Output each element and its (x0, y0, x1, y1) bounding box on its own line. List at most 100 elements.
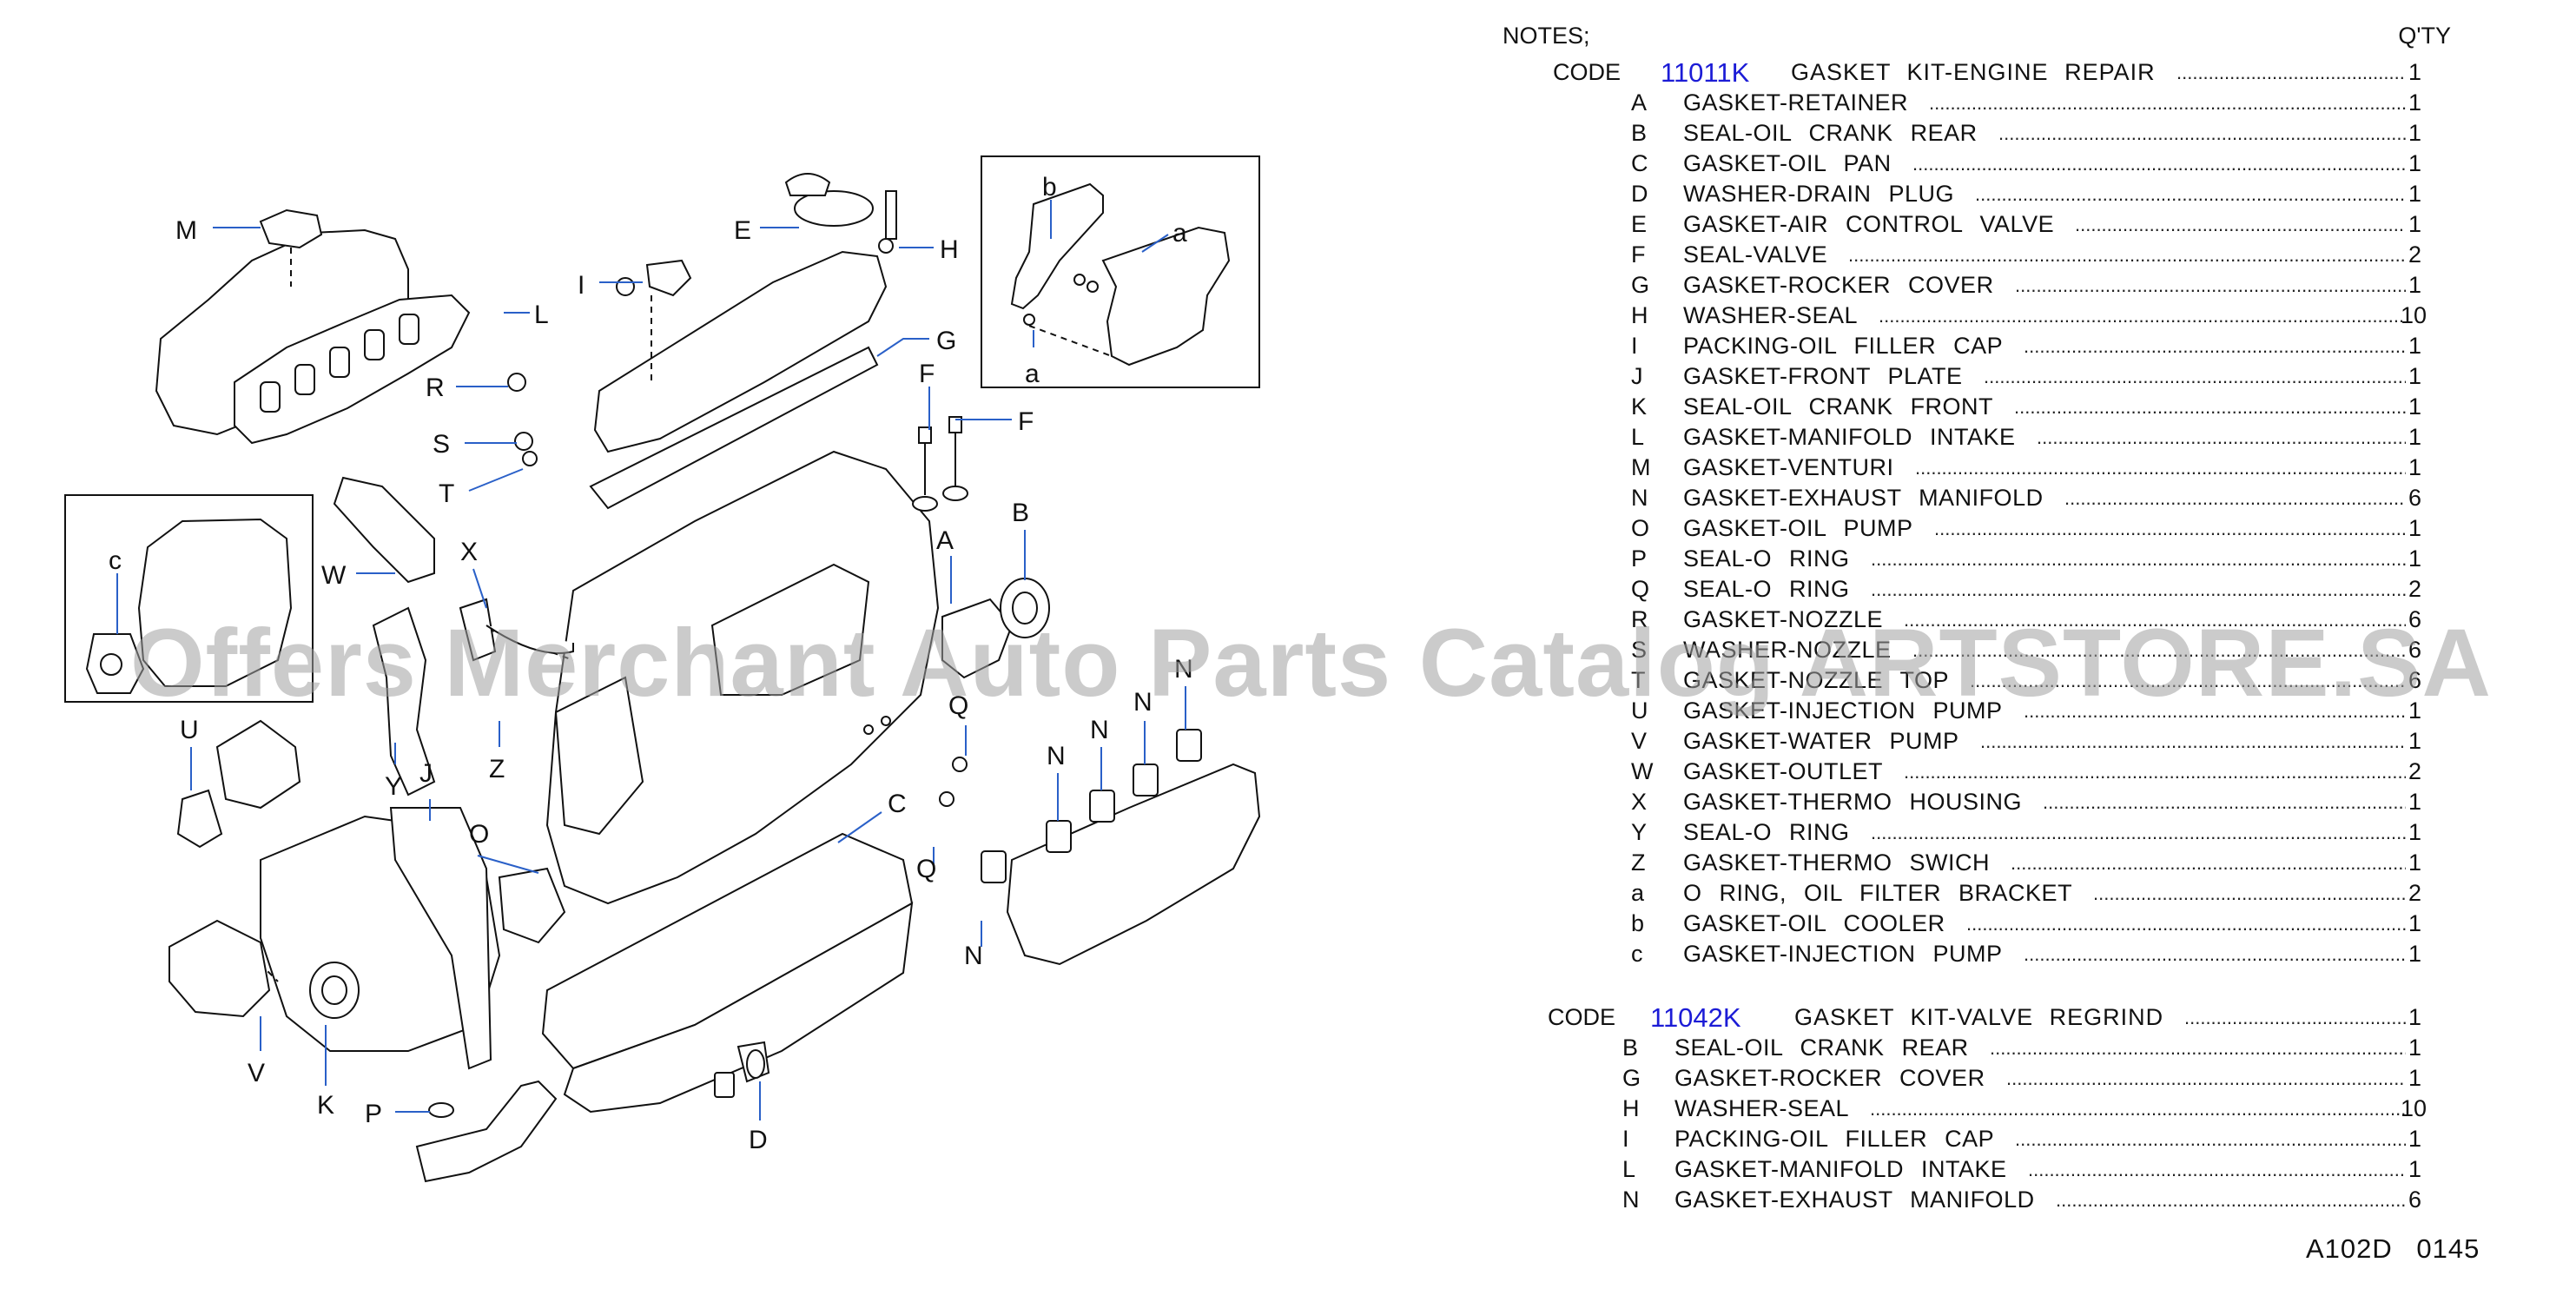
diagram-label: M (175, 216, 197, 245)
part-name: GASKET-THERMO SWICH (1683, 849, 1991, 876)
diagram-label: a (1025, 360, 1040, 388)
part-name: GASKET-OUTLET (1683, 758, 1884, 784)
part-letter: C (1631, 150, 1648, 176)
code-word: CODE (1548, 1004, 1616, 1030)
part-qty: 6 (2408, 485, 2421, 511)
part-qty: 1 (2408, 1065, 2421, 1091)
leader-dots: ........................................… (1870, 1098, 2406, 1120)
diagram-label: N (964, 942, 983, 970)
kit-description: GASKET KIT-VALVE REGRIND (1794, 1004, 2164, 1030)
part-name: GASKET-ROCKER COVER (1674, 1065, 1985, 1091)
diagram-label: A (936, 526, 954, 555)
intake-manifold-drawing (155, 208, 471, 445)
kit-code-number[interactable]: 11011K (1661, 57, 1750, 88)
part-qty: 1 (2408, 211, 2421, 237)
rocker-cover-drawing (589, 173, 897, 510)
leader-dots: ........................................… (1980, 730, 2406, 752)
diagram-label: P (365, 1100, 382, 1128)
part-name: PACKING-OIL FILLER CAP (1683, 333, 2004, 359)
part-qty: 10 (2401, 302, 2427, 328)
leader-dots: ........................................… (2056, 1189, 2406, 1211)
leader-dots: ........................................… (1912, 639, 2406, 661)
part-qty: 10 (2401, 1095, 2427, 1121)
part-name: GASKET-OIL COOLER (1683, 910, 1945, 936)
part-qty: 1 (2408, 941, 2421, 967)
diagram-label: F (1018, 407, 1034, 436)
inset-injection-pump-box (64, 494, 314, 703)
part-name: GASKET-MANIFOLD INTAKE (1674, 1156, 2007, 1182)
leader-dots: ........................................… (2024, 335, 2406, 357)
part-qty: 1 (2408, 424, 2421, 450)
diagram-label: S (433, 430, 450, 459)
part-qty: 1 (2408, 272, 2421, 298)
part-qty: 1 (2408, 910, 2421, 936)
part-name: GASKET-RETAINER (1683, 89, 1909, 116)
part-name: GASKET-NOZZLE TOP (1683, 667, 1950, 693)
notes-label: NOTES; (1503, 23, 1590, 49)
part-name: GASKET-FRONT PLATE (1683, 363, 1963, 389)
code-word: CODE (1553, 59, 1622, 85)
part-name: GASKET-INJECTION PUMP (1683, 941, 2003, 967)
diagram-label: N (1174, 655, 1193, 684)
diagram-label: C (888, 790, 907, 818)
leader-dots: ........................................… (1998, 122, 2406, 144)
drain-plug-drawing (714, 1049, 765, 1098)
part-name: GASKET-MANIFOLD INTAKE (1683, 424, 2016, 450)
leader-dots: ........................................… (2024, 700, 2406, 722)
part-letter: M (1631, 454, 1651, 480)
diagram-label: a (1172, 219, 1187, 248)
diagram-label: E (734, 216, 751, 245)
kit-block: CODE 11042K GASKET KIT-VALVE REGRIND......… (1503, 1002, 2475, 1215)
part-letter: B (1631, 120, 1648, 146)
part-name: SEAL-OIL CRANK REAR (1683, 120, 1978, 146)
part-letter: H (1622, 1095, 1640, 1121)
part-letter: I (1622, 1126, 1629, 1152)
part-name: SEAL-VALVE (1683, 241, 1828, 268)
diagram-label: K (317, 1091, 334, 1120)
kit-code-number[interactable]: 11042K (1650, 1002, 1741, 1033)
leader-dots: ........................................… (2014, 396, 2406, 418)
part-qty: 1 (2408, 89, 2421, 116)
part-letter: W (1631, 758, 1654, 784)
leader-dots: ........................................… (1984, 366, 2406, 387)
leader-dots: ........................................… (1871, 578, 2406, 600)
diagram-label: N (1047, 742, 1066, 770)
part-qty: 1 (2408, 819, 2421, 845)
leader-dots: ........................................… (1970, 670, 2406, 691)
diagram-label: Q (916, 855, 936, 883)
part-qty: 6 (2408, 606, 2421, 632)
part-qty: 1 (2408, 728, 2421, 754)
diagram-label: Z (489, 755, 505, 783)
diagram-label: B (1012, 499, 1029, 527)
part-name: GASKET-WATER PUMP (1683, 728, 1959, 754)
part-letter: B (1622, 1035, 1639, 1061)
leader-dots: ........................................… (2006, 1068, 2406, 1089)
leader-dots: ........................................… (1871, 548, 2406, 570)
page-reference: A102D 0145 (2306, 1233, 2480, 1264)
diagram-label: F (919, 360, 935, 388)
parts-row: B SEAL-OIL CRANK REAR....................… (1503, 118, 2475, 149)
leader-dots: ........................................… (2015, 1128, 2406, 1150)
part-name: SEAL-OIL CRANK FRONT (1683, 393, 1994, 420)
diagram-label: L (534, 301, 549, 329)
leader-dots: ........................................… (1848, 244, 2406, 266)
injection-pump-inset-drawing (85, 518, 293, 694)
part-letter: S (1631, 637, 1648, 663)
part-letter: c (1631, 941, 1643, 967)
part-letter: L (1631, 424, 1645, 450)
leader-dots: ........................................… (2176, 62, 2406, 83)
part-qty: 1 (2408, 849, 2421, 876)
part-name: GASKET-ROCKER COVER (1683, 272, 1994, 298)
part-qty: 2 (2408, 758, 2421, 784)
diagram-label: b (1042, 173, 1057, 202)
